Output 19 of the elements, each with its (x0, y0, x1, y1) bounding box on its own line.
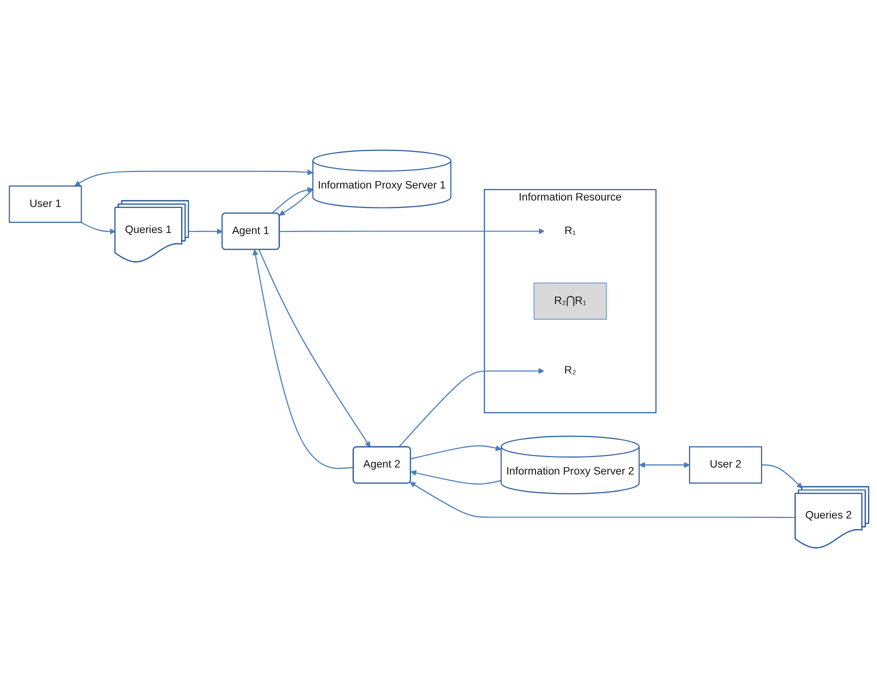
node-text: R₂ (564, 364, 576, 376)
node-box: User 1 (8, 186, 82, 223)
arrow (252, 249, 354, 469)
arrow (270, 187, 313, 214)
arrow (74, 169, 313, 186)
arrow (258, 250, 370, 448)
arrow (638, 462, 690, 468)
node-box: R₂⋂R₁ (533, 282, 606, 320)
arrow (409, 482, 795, 518)
arrow (278, 189, 313, 216)
node-text: R₁ (564, 225, 576, 237)
arrow (410, 470, 501, 485)
arrow (188, 228, 222, 234)
arrow (410, 445, 501, 460)
arrow (279, 228, 544, 234)
arrow (80, 222, 116, 234)
node-box: User 2 (688, 446, 762, 484)
arrow (761, 464, 802, 489)
arrow (398, 368, 544, 448)
